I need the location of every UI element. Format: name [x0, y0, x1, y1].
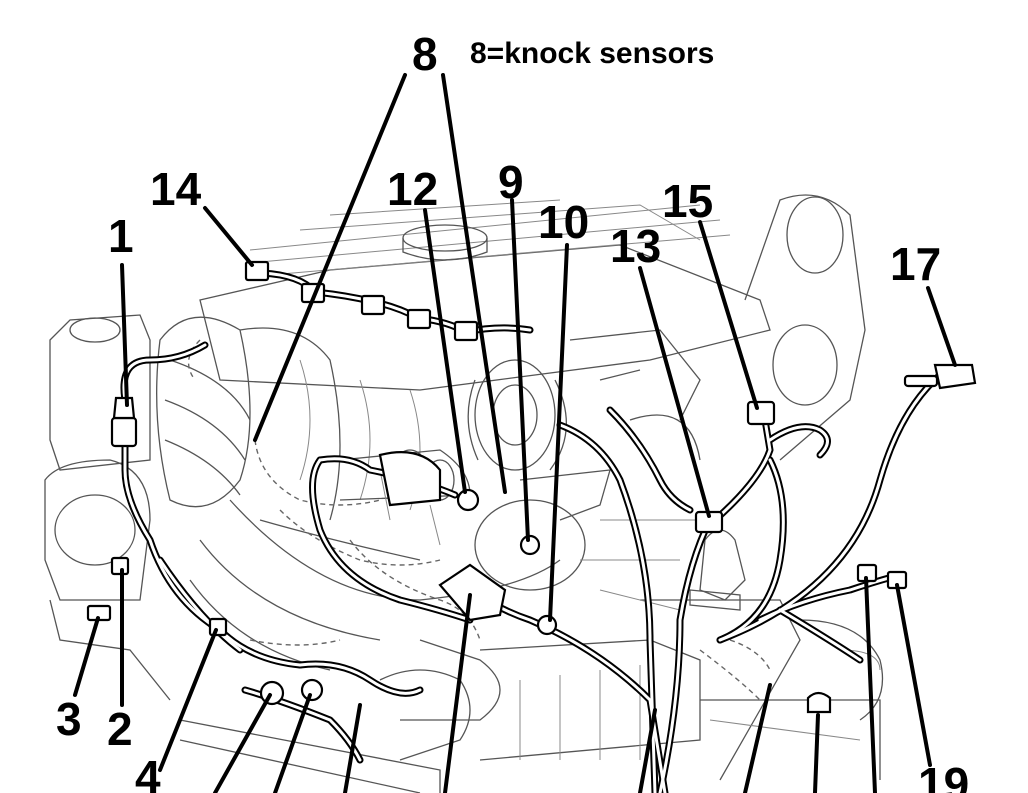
callout-9: 9 — [498, 156, 524, 208]
callout-10: 10 — [538, 196, 589, 248]
callout-numbers: 8 14 1 12 9 10 13 15 17 3 2 4 19 — [56, 28, 969, 793]
callout-15: 15 — [662, 175, 713, 227]
callout-8: 8 — [412, 28, 438, 80]
sensor-9 — [519, 534, 541, 556]
leader-lines — [73, 73, 957, 793]
leader-6 — [273, 693, 312, 793]
oxygen-sensor-plug — [378, 451, 442, 507]
callout-1: 1 — [108, 210, 134, 262]
callout-13: 13 — [610, 220, 661, 272]
leader-10 — [548, 243, 569, 622]
callout-3: 3 — [56, 693, 82, 745]
callout-19: 19 — [918, 758, 969, 793]
connector-17-boot — [903, 374, 939, 388]
leader-7 — [343, 703, 362, 793]
leader-9 — [510, 198, 530, 542]
leader-3 — [73, 616, 100, 697]
sensor-10 — [536, 614, 558, 636]
leader-13 — [638, 266, 711, 518]
leader-lower-c — [813, 713, 820, 793]
callout-4: 4 — [135, 751, 161, 793]
connector-1 — [110, 416, 138, 448]
sensor-12 — [456, 488, 480, 512]
injector-connector-4 — [406, 308, 432, 330]
injector-connector-5 — [453, 320, 479, 342]
leader-19 — [895, 583, 932, 767]
connector-17 — [933, 363, 977, 390]
ground-terminal-1 — [259, 680, 285, 706]
leader-15 — [698, 220, 759, 410]
leader-lower-b — [743, 683, 772, 793]
connector-4 — [208, 617, 228, 637]
leader-12 — [423, 208, 467, 494]
connectors — [86, 260, 977, 714]
leader-lower-a — [638, 708, 657, 793]
connector-1-clip — [112, 396, 136, 420]
connector-15 — [746, 400, 776, 426]
leader-4 — [158, 628, 218, 772]
leader-knock-main — [443, 593, 472, 793]
leader-5 — [213, 693, 272, 793]
leader-8b — [441, 73, 507, 494]
sensor-lower-right — [806, 691, 832, 714]
injector-connector-3 — [360, 294, 386, 316]
knock-sensor-main — [438, 563, 507, 622]
caption: 8=knock sensors — [470, 37, 714, 70]
callout-2: 2 — [107, 703, 133, 755]
callout-12: 12 — [387, 163, 438, 215]
leader-18 — [864, 576, 877, 793]
leader-8a — [253, 73, 407, 442]
leader-14 — [203, 206, 254, 267]
leader-17 — [926, 286, 957, 367]
ground-terminal-2 — [300, 678, 324, 702]
leader-1 — [120, 263, 129, 407]
callout-14: 14 — [150, 163, 202, 215]
callout-17: 17 — [890, 238, 941, 290]
